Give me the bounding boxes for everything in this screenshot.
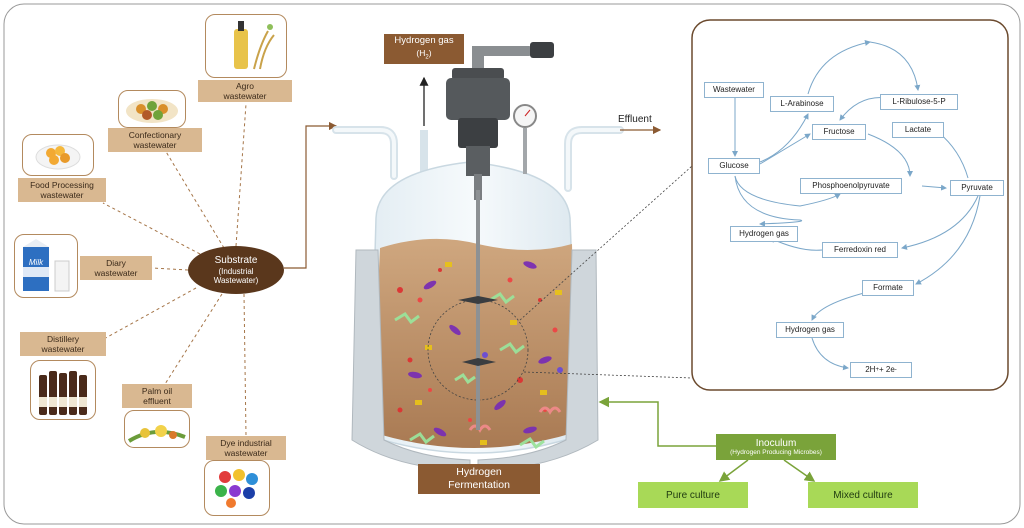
- substrate-feed-arrow: [284, 121, 338, 269]
- dye-label: Dye industrial wastewater: [206, 436, 286, 460]
- palm-oil-label-text: Palm oil effluent: [141, 386, 173, 406]
- hydrogen-formula-close: ): [428, 47, 432, 58]
- milk-carton-text: Milk: [29, 258, 44, 267]
- agro-image: [205, 14, 287, 78]
- node-wastewater: Wastewater: [704, 82, 764, 98]
- fermentation-box: Hydrogen Fermentation: [418, 464, 540, 494]
- node-fructose: Fructose: [812, 124, 866, 140]
- hydrogen-gas-label: Hydrogen gas: [394, 34, 454, 46]
- node-protons: 2H+ + 2e-: [850, 362, 912, 378]
- protons-text: 2H: [865, 365, 876, 374]
- diary-label-text: Diary wastewater: [94, 258, 138, 278]
- effluent-label: Effluent: [618, 114, 652, 125]
- electrons-text: + 2e: [878, 365, 895, 374]
- confectionary-label-text: Confectionary wastewater: [128, 130, 182, 150]
- microbes: [394, 261, 563, 450]
- distillery-label: Distillery wastewater: [20, 332, 106, 356]
- food-processing-label-text: Food Processing wastewater: [30, 180, 94, 200]
- pathway-arrows: [732, 40, 981, 371]
- mixed-culture-box: Mixed culture: [808, 482, 918, 508]
- protons-sup: +: [875, 367, 879, 373]
- dye-label-text: Dye industrial wastewater: [220, 438, 272, 458]
- node-pyruvate: Pyruvate: [950, 180, 1004, 196]
- node-glucose: Glucose: [708, 158, 760, 174]
- node-phosphoenolpyruvate: Phosphoenolpyruvate: [800, 178, 902, 194]
- node-lactate: Lactate: [892, 122, 944, 138]
- fermentation-line1: Hydrogen: [456, 466, 502, 478]
- agro-label-text: Agro wastewater: [223, 81, 267, 101]
- hydrogen-gas-box: Hydrogen gas (H2): [384, 34, 464, 64]
- distillery-label-text: Distillery wastewater: [41, 334, 85, 354]
- pathway-frame: [691, 19, 1009, 391]
- dye-image: [204, 460, 270, 516]
- inoculum-arrow: [598, 396, 716, 447]
- outer-frame: [3, 3, 1021, 525]
- mixed-culture-label: Mixed culture: [833, 489, 893, 501]
- confectionary-image: [118, 90, 186, 128]
- pure-culture-box: Pure culture: [638, 482, 748, 508]
- hydrogen-gas-formula: (H2): [416, 47, 431, 64]
- food-processing-image: [22, 134, 94, 176]
- inoculum-subtitle: (Hydrogen Producing Microbes): [730, 448, 822, 456]
- pressure-gauge: [513, 104, 537, 174]
- hydrogen-formula-open: (H: [416, 47, 426, 58]
- confectionary-label: Confectionary wastewater: [108, 128, 202, 152]
- palm-oil-image: [124, 410, 190, 448]
- hydrogen-formula-sub: 2: [425, 54, 429, 61]
- palm-oil-label: Palm oil effluent: [122, 384, 192, 408]
- stirrer-motor: [446, 42, 554, 430]
- reactor-liquid: [372, 238, 576, 448]
- substrate-node: Substrate (Industrial Wastewater): [188, 246, 284, 294]
- substrate-subtitle: (Industrial Wastewater): [213, 267, 259, 285]
- node-hydrogen-gas-2: Hydrogen gas: [776, 322, 844, 338]
- node-formate: Formate: [862, 280, 914, 296]
- pure-culture-label: Pure culture: [666, 489, 720, 501]
- source-connectors: [101, 103, 247, 437]
- node-ferredoxin: Ferredoxin red: [822, 242, 898, 258]
- distillery-image: [30, 360, 96, 420]
- node-l-ribulose: L-Ribulose-5-P: [880, 94, 958, 110]
- diary-label: Diary wastewater: [80, 256, 152, 280]
- inoculum-box: Inoculum (Hydrogen Producing Microbes): [716, 434, 836, 460]
- inoculum-title: Inoculum: [755, 437, 797, 449]
- substrate-title: Substrate: [214, 255, 258, 266]
- node-hydrogen-gas-1: Hydrogen gas: [730, 226, 798, 242]
- agro-label: Agro wastewater: [198, 80, 292, 102]
- fermentation-line2: Fermentation: [448, 479, 510, 491]
- food-processing-label: Food Processing wastewater: [18, 178, 106, 202]
- diary-image: Milk: [14, 234, 78, 298]
- electrons-sup: -: [894, 367, 897, 373]
- node-l-arabinose: L-Arabinose: [770, 96, 834, 112]
